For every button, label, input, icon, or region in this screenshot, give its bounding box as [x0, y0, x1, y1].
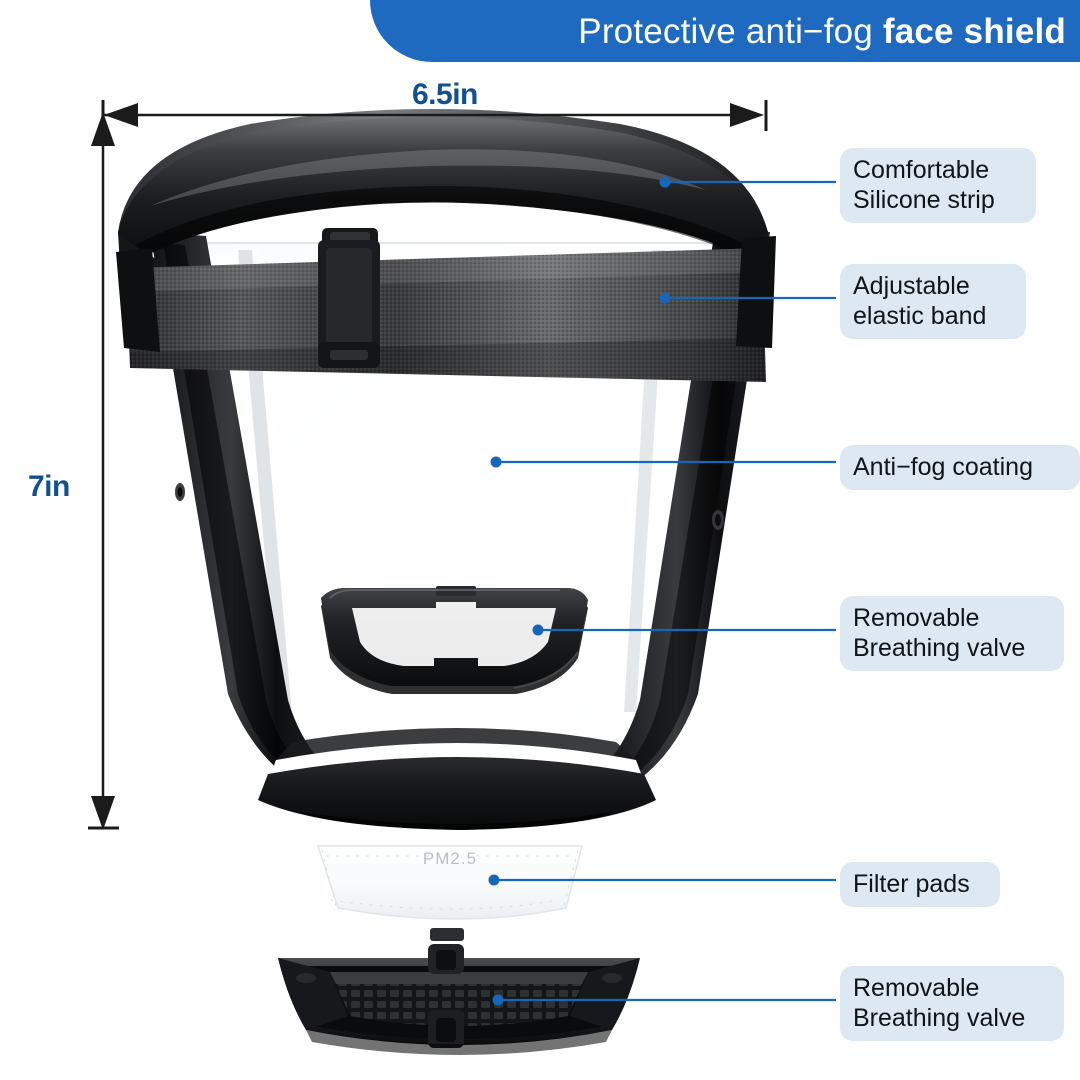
- svg-text:PM2.5: PM2.5: [423, 849, 477, 868]
- callout-leaders: [494, 180, 836, 1002]
- header-banner: Protective anti−fog face shield: [370, 0, 1080, 62]
- callout-breathing-valve-upper: Removable Breathing valve: [840, 596, 1064, 671]
- filter-pad-group: PM2.5: [316, 845, 583, 941]
- header-title-bold: face shield: [882, 11, 1066, 51]
- callout-dots: [488, 176, 671, 1006]
- callout-anti-fog-coating: Anti−fog coating: [840, 445, 1080, 490]
- dimension-arrows: [88, 100, 768, 830]
- elastic-band-group: [116, 228, 776, 382]
- callout-elastic-band: Adjustable elastic band: [840, 264, 1026, 339]
- header-title-regular: Protective anti−fog: [578, 11, 883, 51]
- breathing-valve-ring: [321, 586, 588, 694]
- dimension-width-label: 6.5in: [410, 76, 480, 113]
- breathing-valve-lower-group: [278, 944, 640, 1055]
- callout-filter-pads: Filter pads: [840, 862, 1000, 907]
- header-title: Protective anti−fog face shield: [578, 14, 1066, 49]
- callout-silicone-strip: Comfortable Silicone strip: [840, 148, 1036, 223]
- callout-breathing-valve-lower: Removable Breathing valve: [840, 966, 1064, 1041]
- dimension-height-label: 7in: [26, 468, 72, 505]
